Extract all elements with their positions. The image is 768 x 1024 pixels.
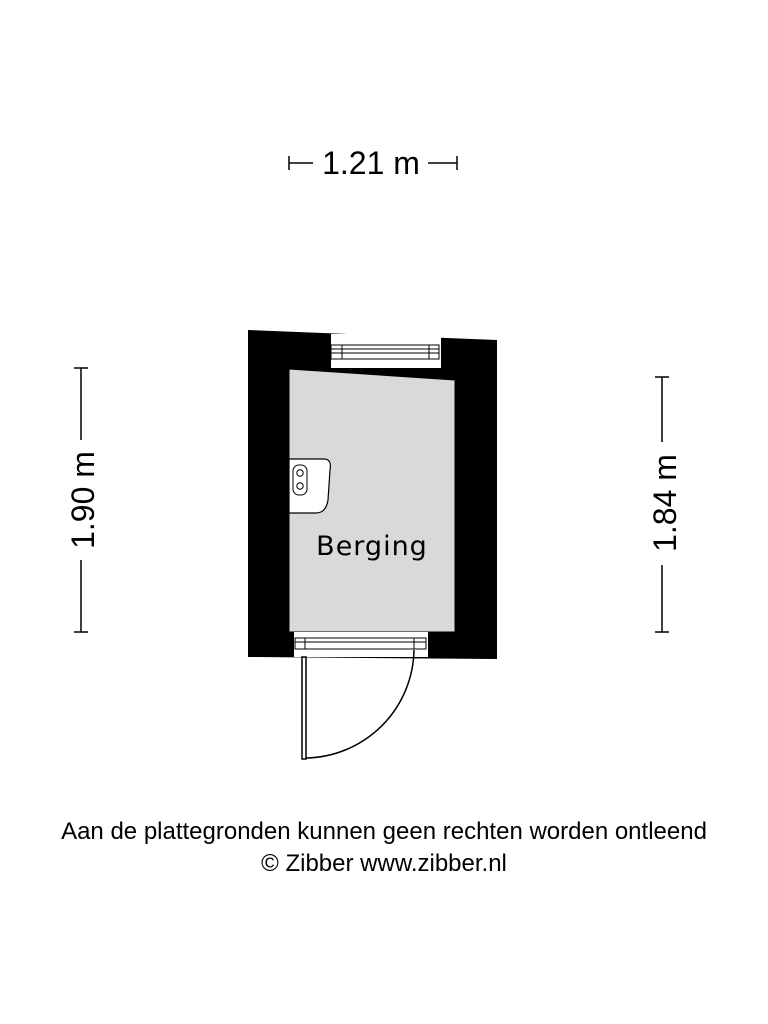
- window-top: [330, 334, 441, 368]
- dimension-height-right: [655, 376, 669, 633]
- dimension-height-right-label: 1.84 m: [647, 454, 683, 552]
- door-bottom: [294, 632, 428, 657]
- dimension-width-top: [288, 156, 458, 170]
- dimension-width-label: 1.21 m: [322, 145, 420, 181]
- room-floor: [288, 368, 456, 633]
- boiler-icon: [288, 458, 331, 514]
- door-swing: [301, 649, 415, 760]
- dimension-height-left: [74, 367, 88, 633]
- disclaimer-text: Aan de plattegronden kunnen geen rechten…: [61, 818, 707, 845]
- room-label: Berging: [316, 531, 428, 562]
- copyright-text: © Zibber www.zibber.nl: [261, 850, 507, 877]
- dimension-height-left-label: 1.90 m: [65, 451, 101, 549]
